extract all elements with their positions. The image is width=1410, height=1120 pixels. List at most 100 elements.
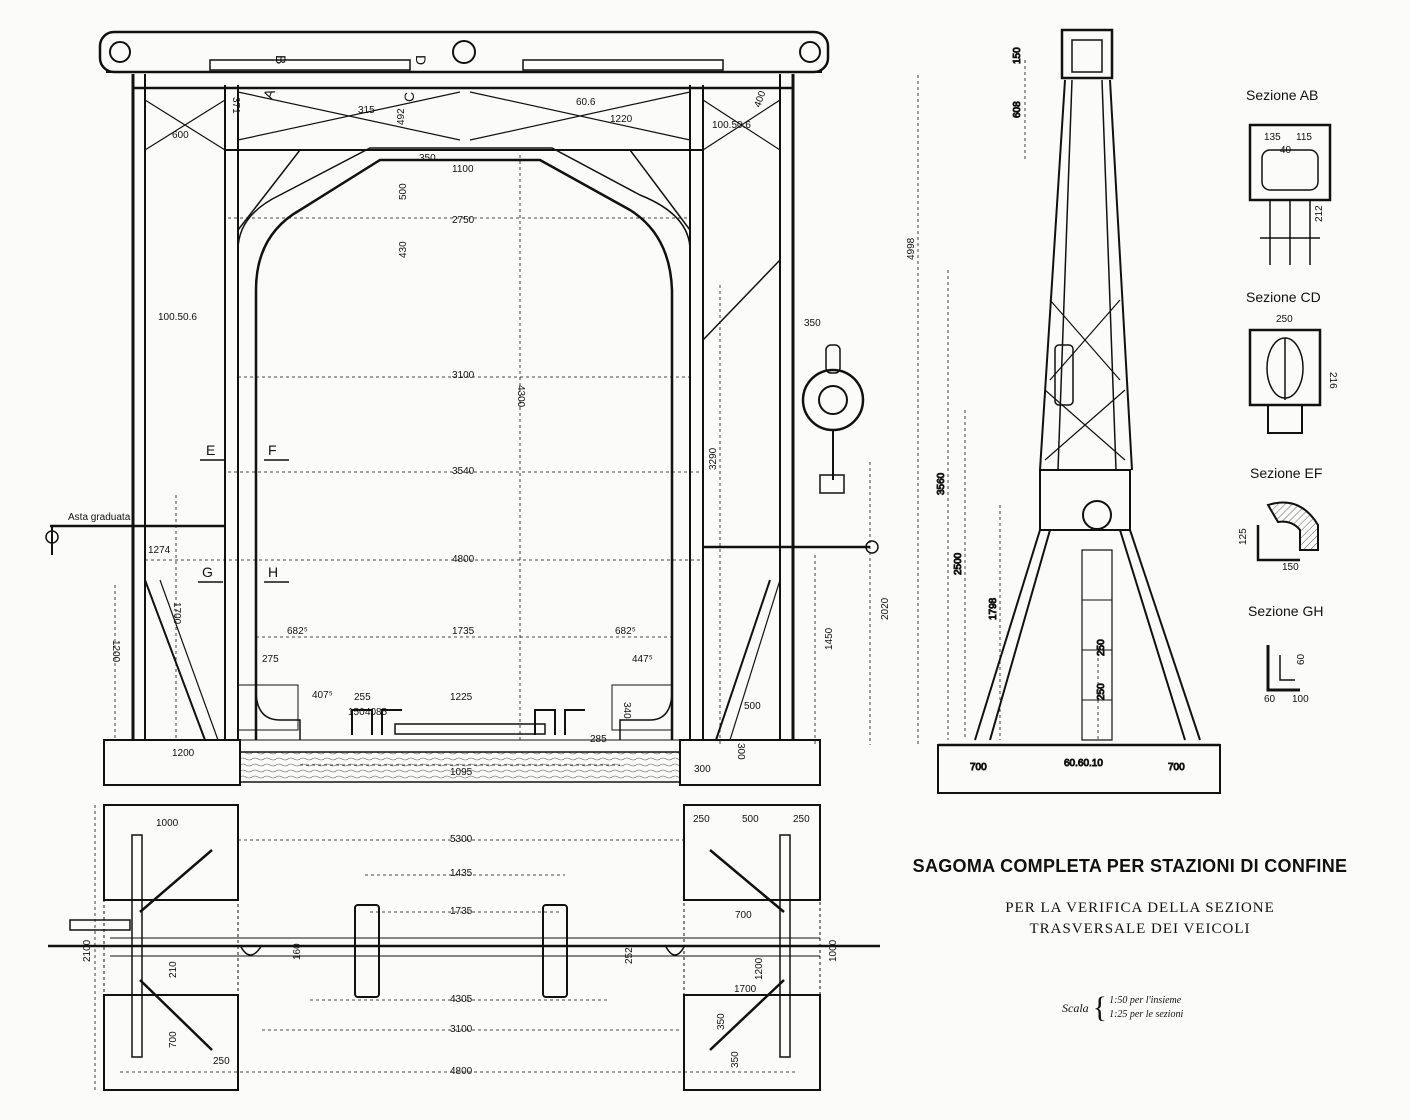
dim-label: 252 <box>624 947 635 964</box>
section-letter-f: F <box>268 442 277 458</box>
dim-label: 1200 <box>110 640 121 663</box>
dim-label: 500 <box>398 183 409 200</box>
scale-note: Scala{ 1:50 per l'insieme 1:25 per le se… <box>1062 993 1183 1023</box>
dim-label: 350 <box>730 1051 741 1068</box>
dim-label: 350 <box>804 318 821 329</box>
dim-label: 1225 <box>450 692 473 703</box>
dim-label: 1735 <box>452 626 475 637</box>
dim-label: 700 <box>1168 762 1185 773</box>
scale-line: 1:50 per l'insieme <box>1109 995 1182 1006</box>
dim-label: 700 <box>970 762 987 773</box>
dim-label: 350 <box>716 1013 727 1030</box>
dim-label: 1274 <box>148 545 171 556</box>
dim-label: 250 <box>1276 314 1293 325</box>
dim-label: 60.6 <box>576 97 596 108</box>
brace-icon: { <box>1092 991 1108 1024</box>
dim-label: 1200 <box>754 957 765 980</box>
dim-label: 1700 <box>171 602 182 625</box>
section-letter-e: E <box>206 442 215 458</box>
dim-label: 3540 <box>452 466 475 477</box>
dim-label: 1220 <box>610 114 633 125</box>
scale-line: 1:25 per le sezioni <box>1109 1009 1184 1020</box>
dim-label: 60 <box>1296 653 1307 665</box>
dim-label: 492 <box>396 108 407 125</box>
dim-label: 3560 <box>936 472 947 495</box>
section-letter-h: H <box>268 564 278 580</box>
dim-label: 4305 <box>450 994 473 1005</box>
dim-label: 371 <box>230 97 241 114</box>
dim-label: 608 <box>1012 101 1023 118</box>
dim-label: 212 <box>1314 205 1325 222</box>
dim-label: 600 <box>172 130 189 141</box>
dim-label: 115 <box>1296 132 1312 143</box>
dim-label: 4800 <box>450 1066 473 1077</box>
dim-label: 2020 <box>880 597 891 620</box>
dim-label: 3100 <box>450 1024 473 1035</box>
dim-label: 1735 <box>450 906 473 917</box>
dim-label: 4300 <box>515 385 526 408</box>
profile-label: 100.50.6 <box>158 312 197 323</box>
dim-label: 1435 <box>450 868 473 879</box>
section-letter-g: G <box>202 564 213 580</box>
dim-label: 210 <box>168 961 179 978</box>
dim-label: 85 <box>376 707 388 718</box>
dim-label: 4800 <box>452 554 475 565</box>
dim-label: 682⁵ <box>287 626 308 637</box>
dim-label: 150 <box>1282 562 1299 573</box>
dim-label: 2750 <box>452 215 475 226</box>
pulley-icon <box>799 41 821 63</box>
subtitle-line: PER LA VERIFICA DELLA SEZIONE <box>1005 900 1275 916</box>
dim-label: 300 <box>694 764 711 775</box>
section-markers: B D A C E F G H <box>198 55 429 583</box>
dim-label: 250 <box>793 814 810 825</box>
dim-label: 1798 <box>988 597 999 620</box>
dim-label: 447⁵ <box>632 654 653 665</box>
dim-label: 350 <box>419 153 436 164</box>
dim-label: 250 <box>1096 683 1107 700</box>
section-ab-title: Sezione AB <box>1246 87 1318 103</box>
section-cd-title: Sezione CD <box>1246 289 1321 305</box>
section-ef-title: Sezione EF <box>1250 465 1322 481</box>
dim-label: 315 <box>358 105 375 116</box>
dim-label: 1100 <box>452 164 474 175</box>
dim-label: 500 <box>744 701 761 712</box>
dim-label: 407⁵ <box>312 690 333 701</box>
dim-label: 60 <box>1264 694 1276 705</box>
dim-label: 100 <box>1292 694 1309 705</box>
top-beam <box>98 30 830 74</box>
dim-label: 285 <box>590 734 607 745</box>
dim-label: 2100 <box>82 939 93 962</box>
dim-label: 125 <box>1238 528 1249 545</box>
dim-label: 250 <box>1096 639 1107 656</box>
dim-label: 700 <box>735 910 752 921</box>
pulley-icon <box>452 40 476 64</box>
dim-label: 430 <box>398 241 409 258</box>
dim-label: 3290 <box>708 447 719 470</box>
dim-label: 3100 <box>452 370 475 381</box>
lamp-icon <box>801 368 865 432</box>
dim-label: 300 <box>735 743 746 760</box>
dim-label: 255 <box>354 692 371 703</box>
gauge-profile <box>254 158 674 740</box>
dim-label: 275 <box>262 654 279 665</box>
foundation-right <box>679 739 821 786</box>
drawing-title: SAGOMA COMPLETA PER STAZIONI DI CONFINE <box>912 856 1348 876</box>
profile-label: 100.50.6 <box>712 120 751 131</box>
dim-label: 2500 <box>953 552 964 575</box>
dim-label: 500 <box>742 814 759 825</box>
dim-label: 150 <box>348 707 365 718</box>
front-dimension-labels: 600 371 315 492 60.6 1220 400 350 1100 5… <box>68 89 917 778</box>
section-letter-c: C <box>401 92 417 102</box>
side-elevation: 150 608 3560 2500 1798 250 250 700 700 6… <box>936 28 1221 794</box>
dim-label: 1450 <box>824 627 835 650</box>
section-letter-b: B <box>273 55 289 64</box>
dim-label: 700 <box>168 1031 179 1048</box>
dim-label: 340 <box>621 702 632 719</box>
front-elevation <box>45 30 919 786</box>
dim-label: 160 <box>292 943 303 960</box>
foundation-left <box>103 739 241 786</box>
dim-label: 1000 <box>828 939 839 962</box>
dim-label: 5300 <box>450 834 473 845</box>
scale-word: Scala <box>1062 1000 1089 1015</box>
